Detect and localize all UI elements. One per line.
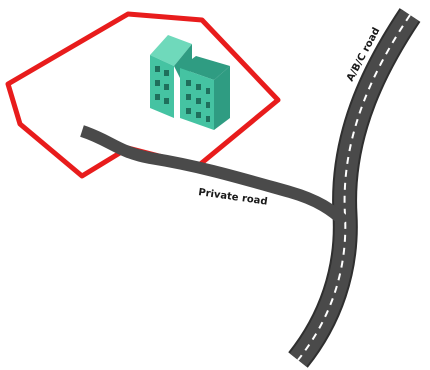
building-icon (150, 35, 230, 130)
private-road-label: Private road (198, 187, 269, 208)
private-road (82, 131, 345, 222)
